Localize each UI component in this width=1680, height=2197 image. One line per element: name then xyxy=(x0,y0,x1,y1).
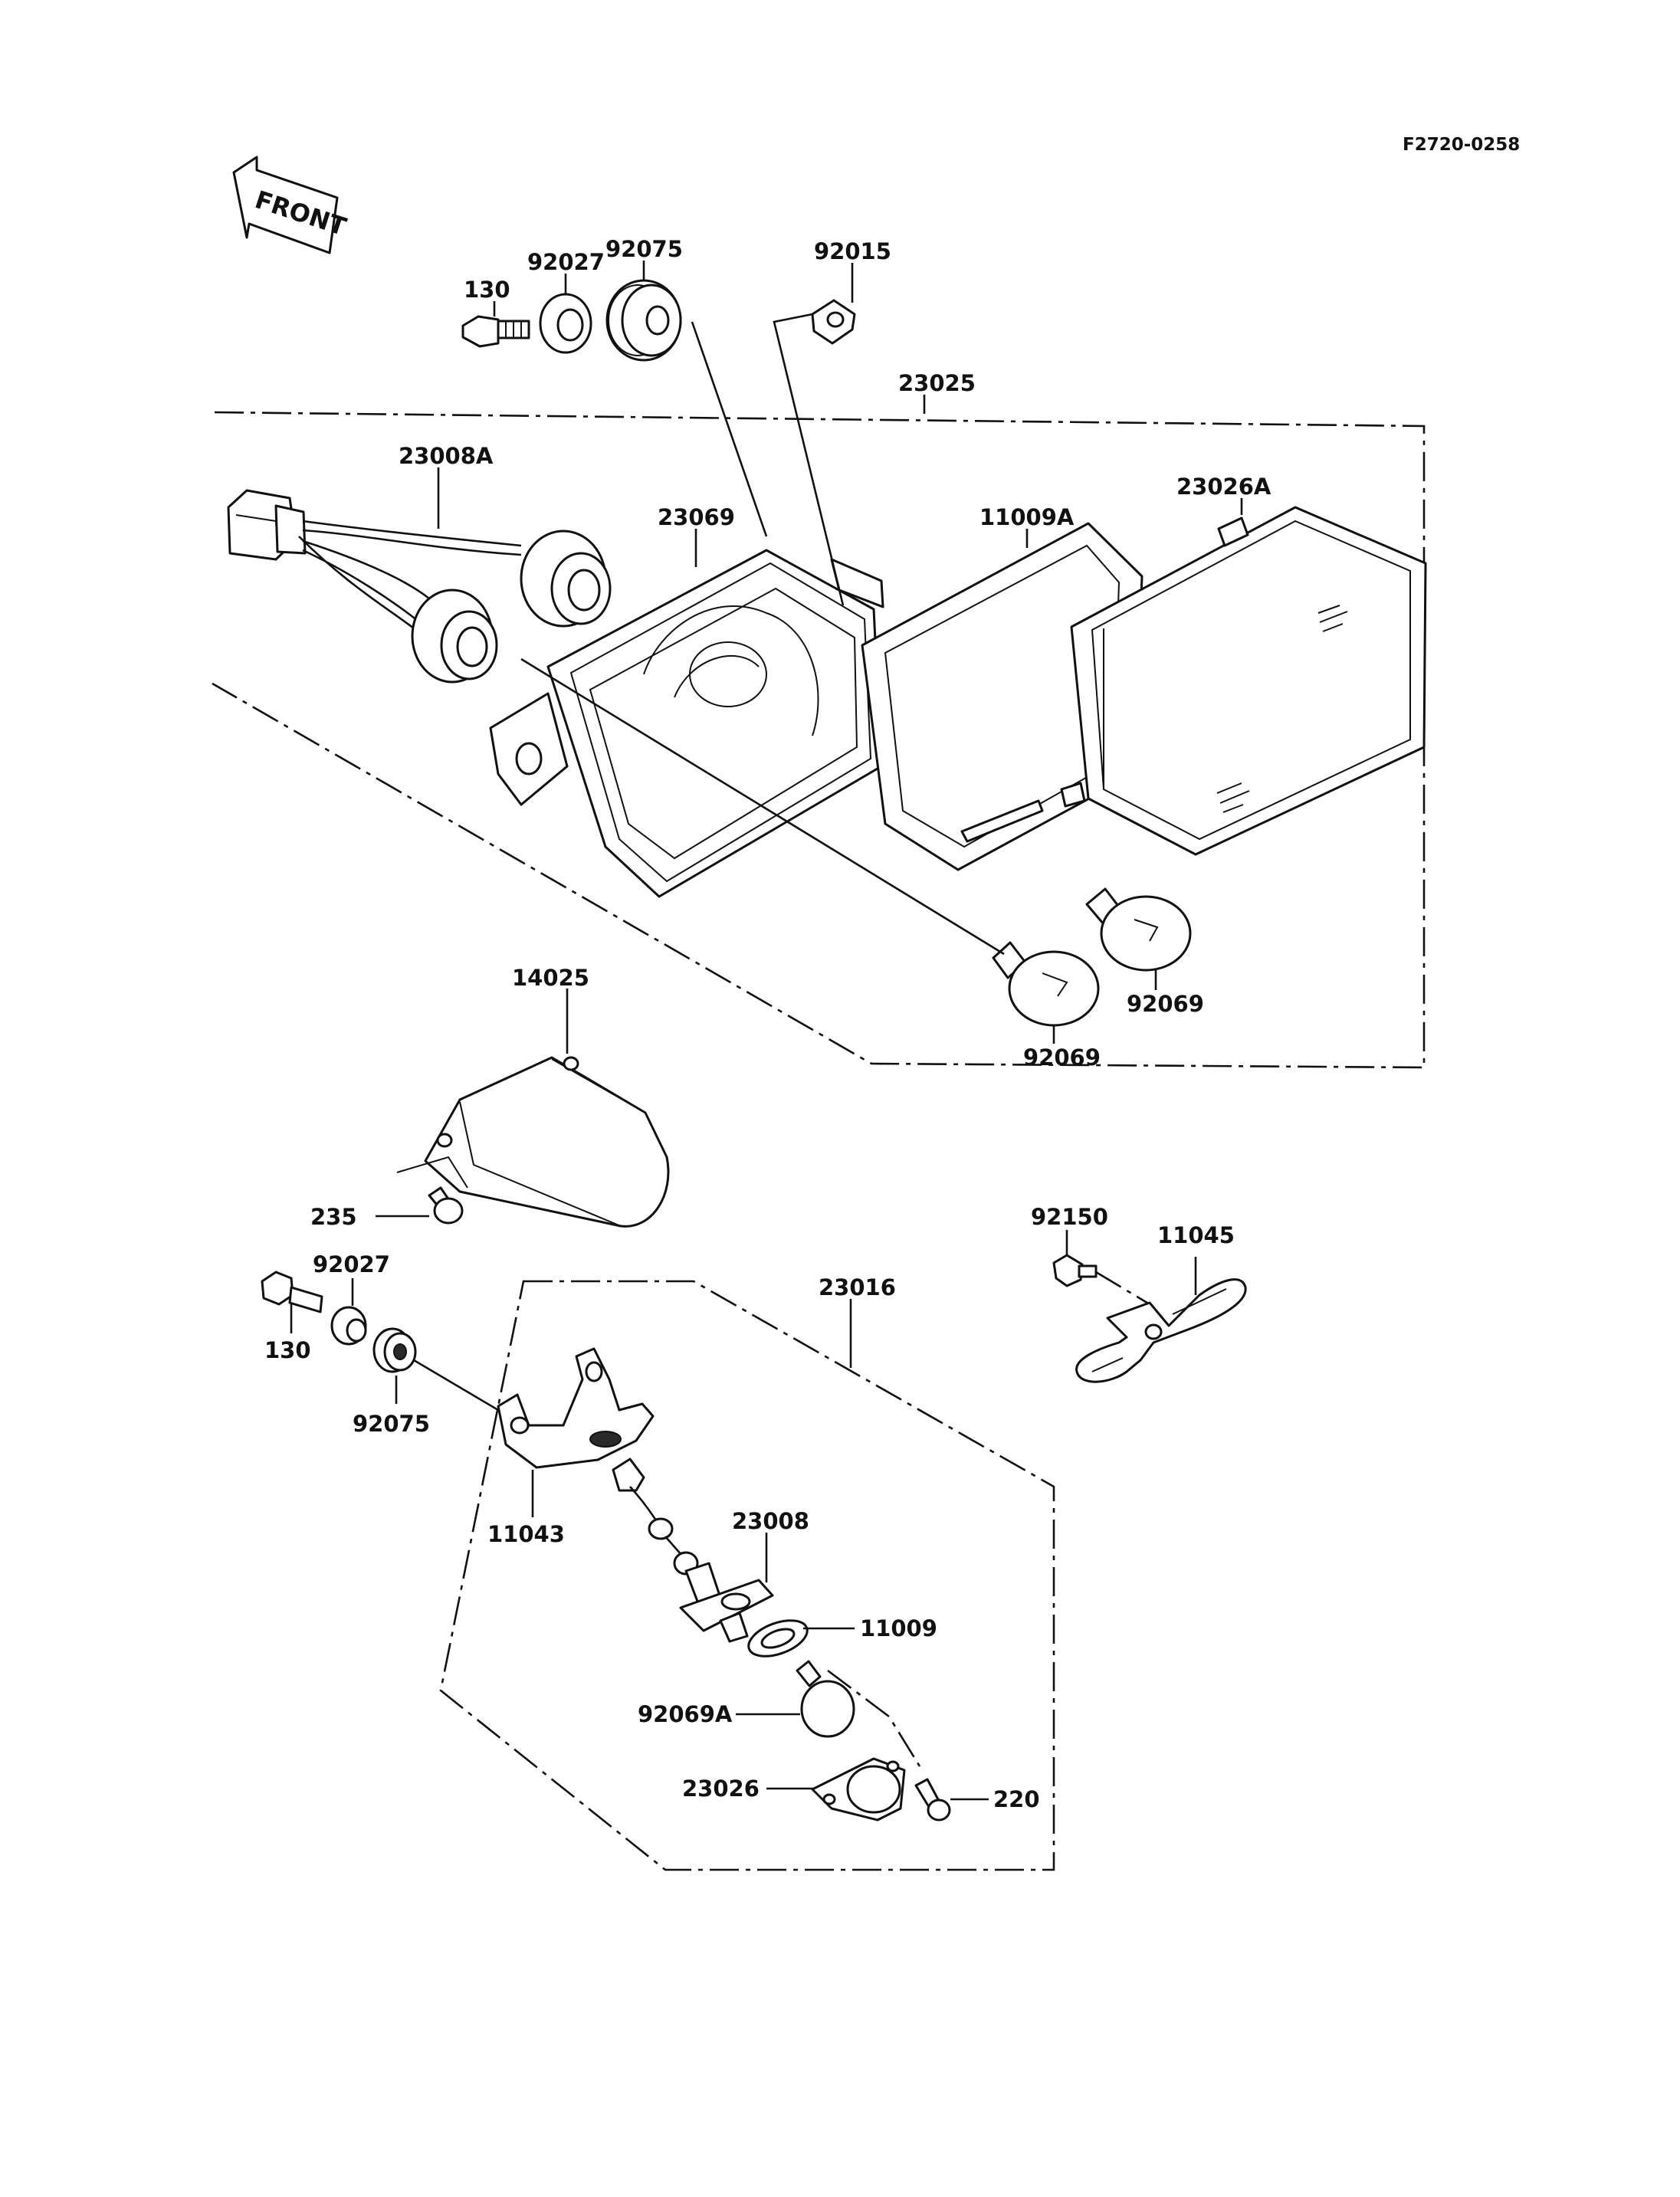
grommet-92075-top xyxy=(605,279,682,362)
bulb-92069A xyxy=(736,1660,855,1738)
label-23026: 23026 xyxy=(682,1776,760,1802)
screw-235 xyxy=(376,1186,464,1225)
collar-92027-top xyxy=(539,293,592,354)
label-23026A: 23026A xyxy=(1176,474,1271,500)
label-92150: 92150 xyxy=(1031,1204,1108,1230)
label-11009A: 11009A xyxy=(979,504,1075,530)
label-92069-lower: 92069 xyxy=(1023,1044,1101,1071)
headlight-housing-23069 xyxy=(489,549,884,898)
gasket-11009 xyxy=(747,1619,855,1658)
label-23008A: 23008A xyxy=(399,443,494,469)
wiring-harness-23008A xyxy=(227,489,612,684)
bolt-130-top xyxy=(461,315,530,348)
label-23016: 23016 xyxy=(819,1274,896,1300)
lens-unit-23026A xyxy=(1060,506,1427,856)
label-130-top: 130 xyxy=(464,277,510,303)
label-14025: 14025 xyxy=(512,965,589,991)
drawing-code: F2720-0258 xyxy=(1403,135,1520,155)
front-arrow-icon: FRONT xyxy=(232,156,349,254)
label-92027-bottom: 92027 xyxy=(313,1251,390,1277)
label-92069A: 92069A xyxy=(638,1701,733,1727)
label-220: 220 xyxy=(993,1786,1040,1812)
label-130-bottom: 130 xyxy=(264,1337,311,1363)
bracket-11043 xyxy=(497,1347,655,1517)
label-11009: 11009 xyxy=(860,1615,937,1641)
label-23008: 23008 xyxy=(732,1508,809,1534)
label-23025: 23025 xyxy=(898,370,976,396)
leader-lines-upper xyxy=(437,261,1243,1044)
bracket-11045 xyxy=(1075,1257,1247,1383)
guide-line-lens xyxy=(827,1669,921,1767)
label-92069-right: 92069 xyxy=(1127,991,1204,1017)
label-92015: 92015 xyxy=(814,238,891,264)
label-92075-bottom: 92075 xyxy=(353,1411,430,1437)
bolt-92150 xyxy=(1052,1230,1150,1306)
label-92075-top: 92075 xyxy=(605,236,683,262)
bulb-92069-lower xyxy=(992,941,1100,1027)
cover-14025 xyxy=(396,1056,670,1228)
label-92027-top: 92027 xyxy=(527,249,605,275)
nut-92015 xyxy=(811,299,856,345)
lens-23026 xyxy=(766,1757,906,1822)
group-23016-outline xyxy=(439,1280,1055,1871)
label-235: 235 xyxy=(310,1204,357,1230)
label-11043: 11043 xyxy=(487,1521,565,1547)
bulb-92069-right xyxy=(1085,887,1192,972)
label-23069: 23069 xyxy=(658,504,735,530)
part-labels: 130 92027 92075 92015 23025 23008A 23069… xyxy=(264,236,1271,1812)
grommet-92075-bottom xyxy=(372,1327,499,1412)
screw-220 xyxy=(914,1778,989,1822)
collar-92027-bottom xyxy=(330,1278,367,1346)
label-11045: 11045 xyxy=(1157,1222,1235,1248)
bolt-130-bottom xyxy=(261,1271,323,1333)
socket-harness-23008 xyxy=(612,1458,774,1643)
